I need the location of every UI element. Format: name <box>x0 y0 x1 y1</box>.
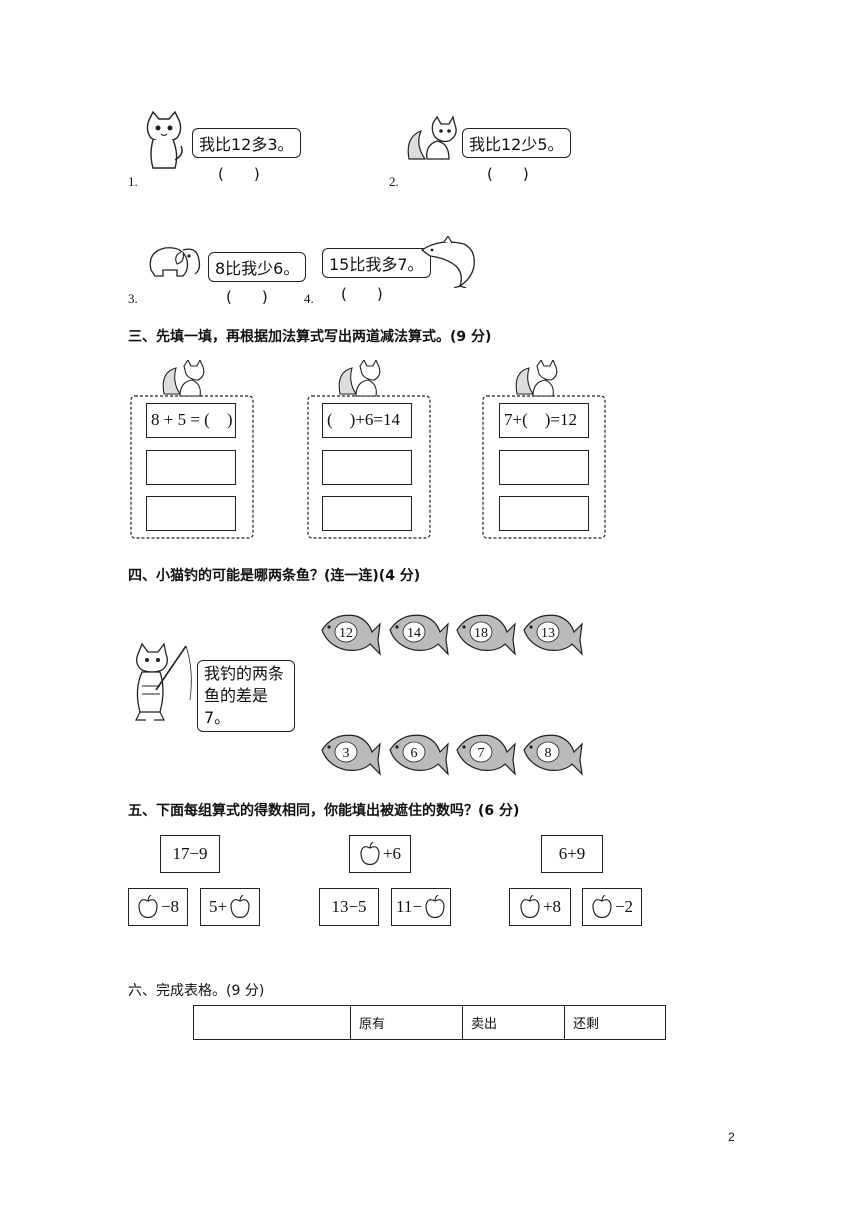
item-number-3: 3. <box>128 291 138 306</box>
fish-eye <box>462 745 466 749</box>
fish-eye <box>327 625 331 629</box>
fish-label-bg <box>469 621 493 643</box>
apple-icon <box>138 895 158 919</box>
fish-number: 12 <box>339 626 353 641</box>
expression-bottom-1-2[interactable]: 5+ <box>200 888 260 926</box>
fish-number: 13 <box>541 626 555 641</box>
fish-eye <box>529 625 533 629</box>
expr-prefix: 13−5 <box>331 897 367 916</box>
speech-line-2: 鱼的差是7。 <box>204 686 269 727</box>
table-header-remaining: 还剩 <box>564 1005 666 1040</box>
section4-heading: 四、小猫钓的可能是哪两条鱼？(连一连)(4 分) <box>128 568 421 584</box>
speech-bubble-1: 我比12多3。 <box>192 128 301 158</box>
speech-line-1: 我钓的两条 <box>204 664 285 683</box>
page-number: 2 <box>728 1130 735 1144</box>
apple-icon <box>360 842 380 866</box>
fish-number: 18 <box>474 626 488 641</box>
fish-bottom-4[interactable]: 8 <box>522 730 584 776</box>
fish-label-bg <box>402 621 426 643</box>
speech-bubble-3: 8比我少6。 <box>208 252 307 282</box>
section5-heading: 五、下面每组算式的得数相同，你能填出被遮住的数吗？(6 分) <box>128 803 520 819</box>
apple-icon <box>520 895 540 919</box>
expr-suffix: +8 <box>542 897 562 916</box>
expr-prefix: 11− <box>396 897 422 916</box>
answer-box-3b[interactable] <box>499 496 589 531</box>
expr-prefix: 5+ <box>208 897 228 916</box>
section6-heading: 六、完成表格。(9 分) <box>128 983 265 999</box>
fish-number: 6 <box>411 746 418 761</box>
expr-suffix: −8 <box>160 897 180 916</box>
expression-top-3[interactable]: 6+9 <box>541 835 603 873</box>
cat-illustration <box>146 110 183 169</box>
squirrel-illustration-2 <box>338 360 381 397</box>
expression-bottom-3-1[interactable]: +8 <box>509 888 571 926</box>
answer-box-2b[interactable] <box>322 496 412 531</box>
fish-top-1[interactable]: 12 <box>320 610 382 656</box>
table-header-row: 原有 卖出 还剩 <box>193 1005 666 1040</box>
fish-label-bg <box>469 741 493 763</box>
expr-suffix: +6 <box>382 844 402 863</box>
speech-bubble-2: 我比12少5。 <box>462 128 571 158</box>
expression-bottom-3-2[interactable]: −2 <box>582 888 642 926</box>
expr-prefix: 6+9 <box>558 844 586 863</box>
expr-suffix: −2 <box>614 897 634 916</box>
fish-number: 7 <box>478 746 485 761</box>
stock-table: 原有 卖出 还剩 <box>193 1005 666 1040</box>
fish-label-bg <box>334 621 358 643</box>
fish-top-2[interactable]: 14 <box>388 610 450 656</box>
fish-bottom-3[interactable]: 7 <box>455 730 517 776</box>
answer-box-1a[interactable] <box>146 450 236 485</box>
apple-icon <box>425 895 445 919</box>
fish-eye <box>395 745 399 749</box>
fish-bottom-1[interactable]: 3 <box>320 730 382 776</box>
answer-blank-1[interactable]: ( ) <box>218 165 260 183</box>
expression-top-1[interactable]: 17−9 <box>160 835 220 873</box>
equation-box-3[interactable]: 7+( )=12 <box>499 403 589 438</box>
item-number-4: 4. <box>304 291 314 306</box>
fish-label-bg <box>334 741 358 763</box>
fish-number: 8 <box>545 746 552 761</box>
fishing-cat-illustration <box>135 642 192 721</box>
speech-bubble-4: 15比我多7。 <box>322 248 431 278</box>
fox-illustration <box>407 115 457 160</box>
expression-top-2[interactable]: +6 <box>349 835 411 873</box>
elephant-illustration <box>149 247 201 277</box>
equation-box-1[interactable]: 8 + 5 = ( ) <box>146 403 236 438</box>
fish-bottom-2[interactable]: 6 <box>388 730 450 776</box>
apple-icon <box>230 895 250 919</box>
fish-eye <box>529 745 533 749</box>
answer-box-3a[interactable] <box>499 450 589 485</box>
fish-number: 14 <box>407 626 421 641</box>
fish-label-bg <box>402 741 426 763</box>
answer-blank-4[interactable]: ( ) <box>341 285 383 303</box>
squirrel-illustration-3 <box>515 360 558 397</box>
equation-box-2[interactable]: ( )+6=14 <box>322 403 412 438</box>
expression-bottom-1-1[interactable]: −8 <box>128 888 188 926</box>
fish-top-4[interactable]: 13 <box>522 610 584 656</box>
fish-eye <box>462 625 466 629</box>
answer-blank-2[interactable]: ( ) <box>487 165 529 183</box>
fish-label-bg <box>536 621 560 643</box>
table-cell-empty[interactable] <box>193 1005 351 1040</box>
answer-box-2a[interactable] <box>322 450 412 485</box>
squirrel-illustration-1 <box>162 360 205 397</box>
table-header-original: 原有 <box>350 1005 463 1040</box>
answer-box-1b[interactable] <box>146 496 236 531</box>
fish-number: 3 <box>343 746 350 761</box>
dolphin-illustration <box>420 236 475 288</box>
expr-prefix: 17−9 <box>172 844 208 863</box>
expression-bottom-2-2[interactable]: 11− <box>391 888 451 926</box>
answer-blank-3[interactable]: ( ) <box>226 288 268 306</box>
item-number-2: 2. <box>389 174 399 189</box>
fish-label-bg <box>536 741 560 763</box>
table-header-sold: 卖出 <box>462 1005 565 1040</box>
fish-eye <box>395 625 399 629</box>
apple-icon <box>592 895 612 919</box>
expression-bottom-2-1[interactable]: 13−5 <box>319 888 379 926</box>
section3-heading: 三、先填一填，再根据加法算式写出两道减法算式。(9 分) <box>128 329 492 345</box>
fishing-cat-speech: 我钓的两条 鱼的差是7。 <box>197 660 295 732</box>
fish-top-3[interactable]: 18 <box>455 610 517 656</box>
item-number-1: 1. <box>128 174 138 189</box>
fish-eye <box>327 745 331 749</box>
